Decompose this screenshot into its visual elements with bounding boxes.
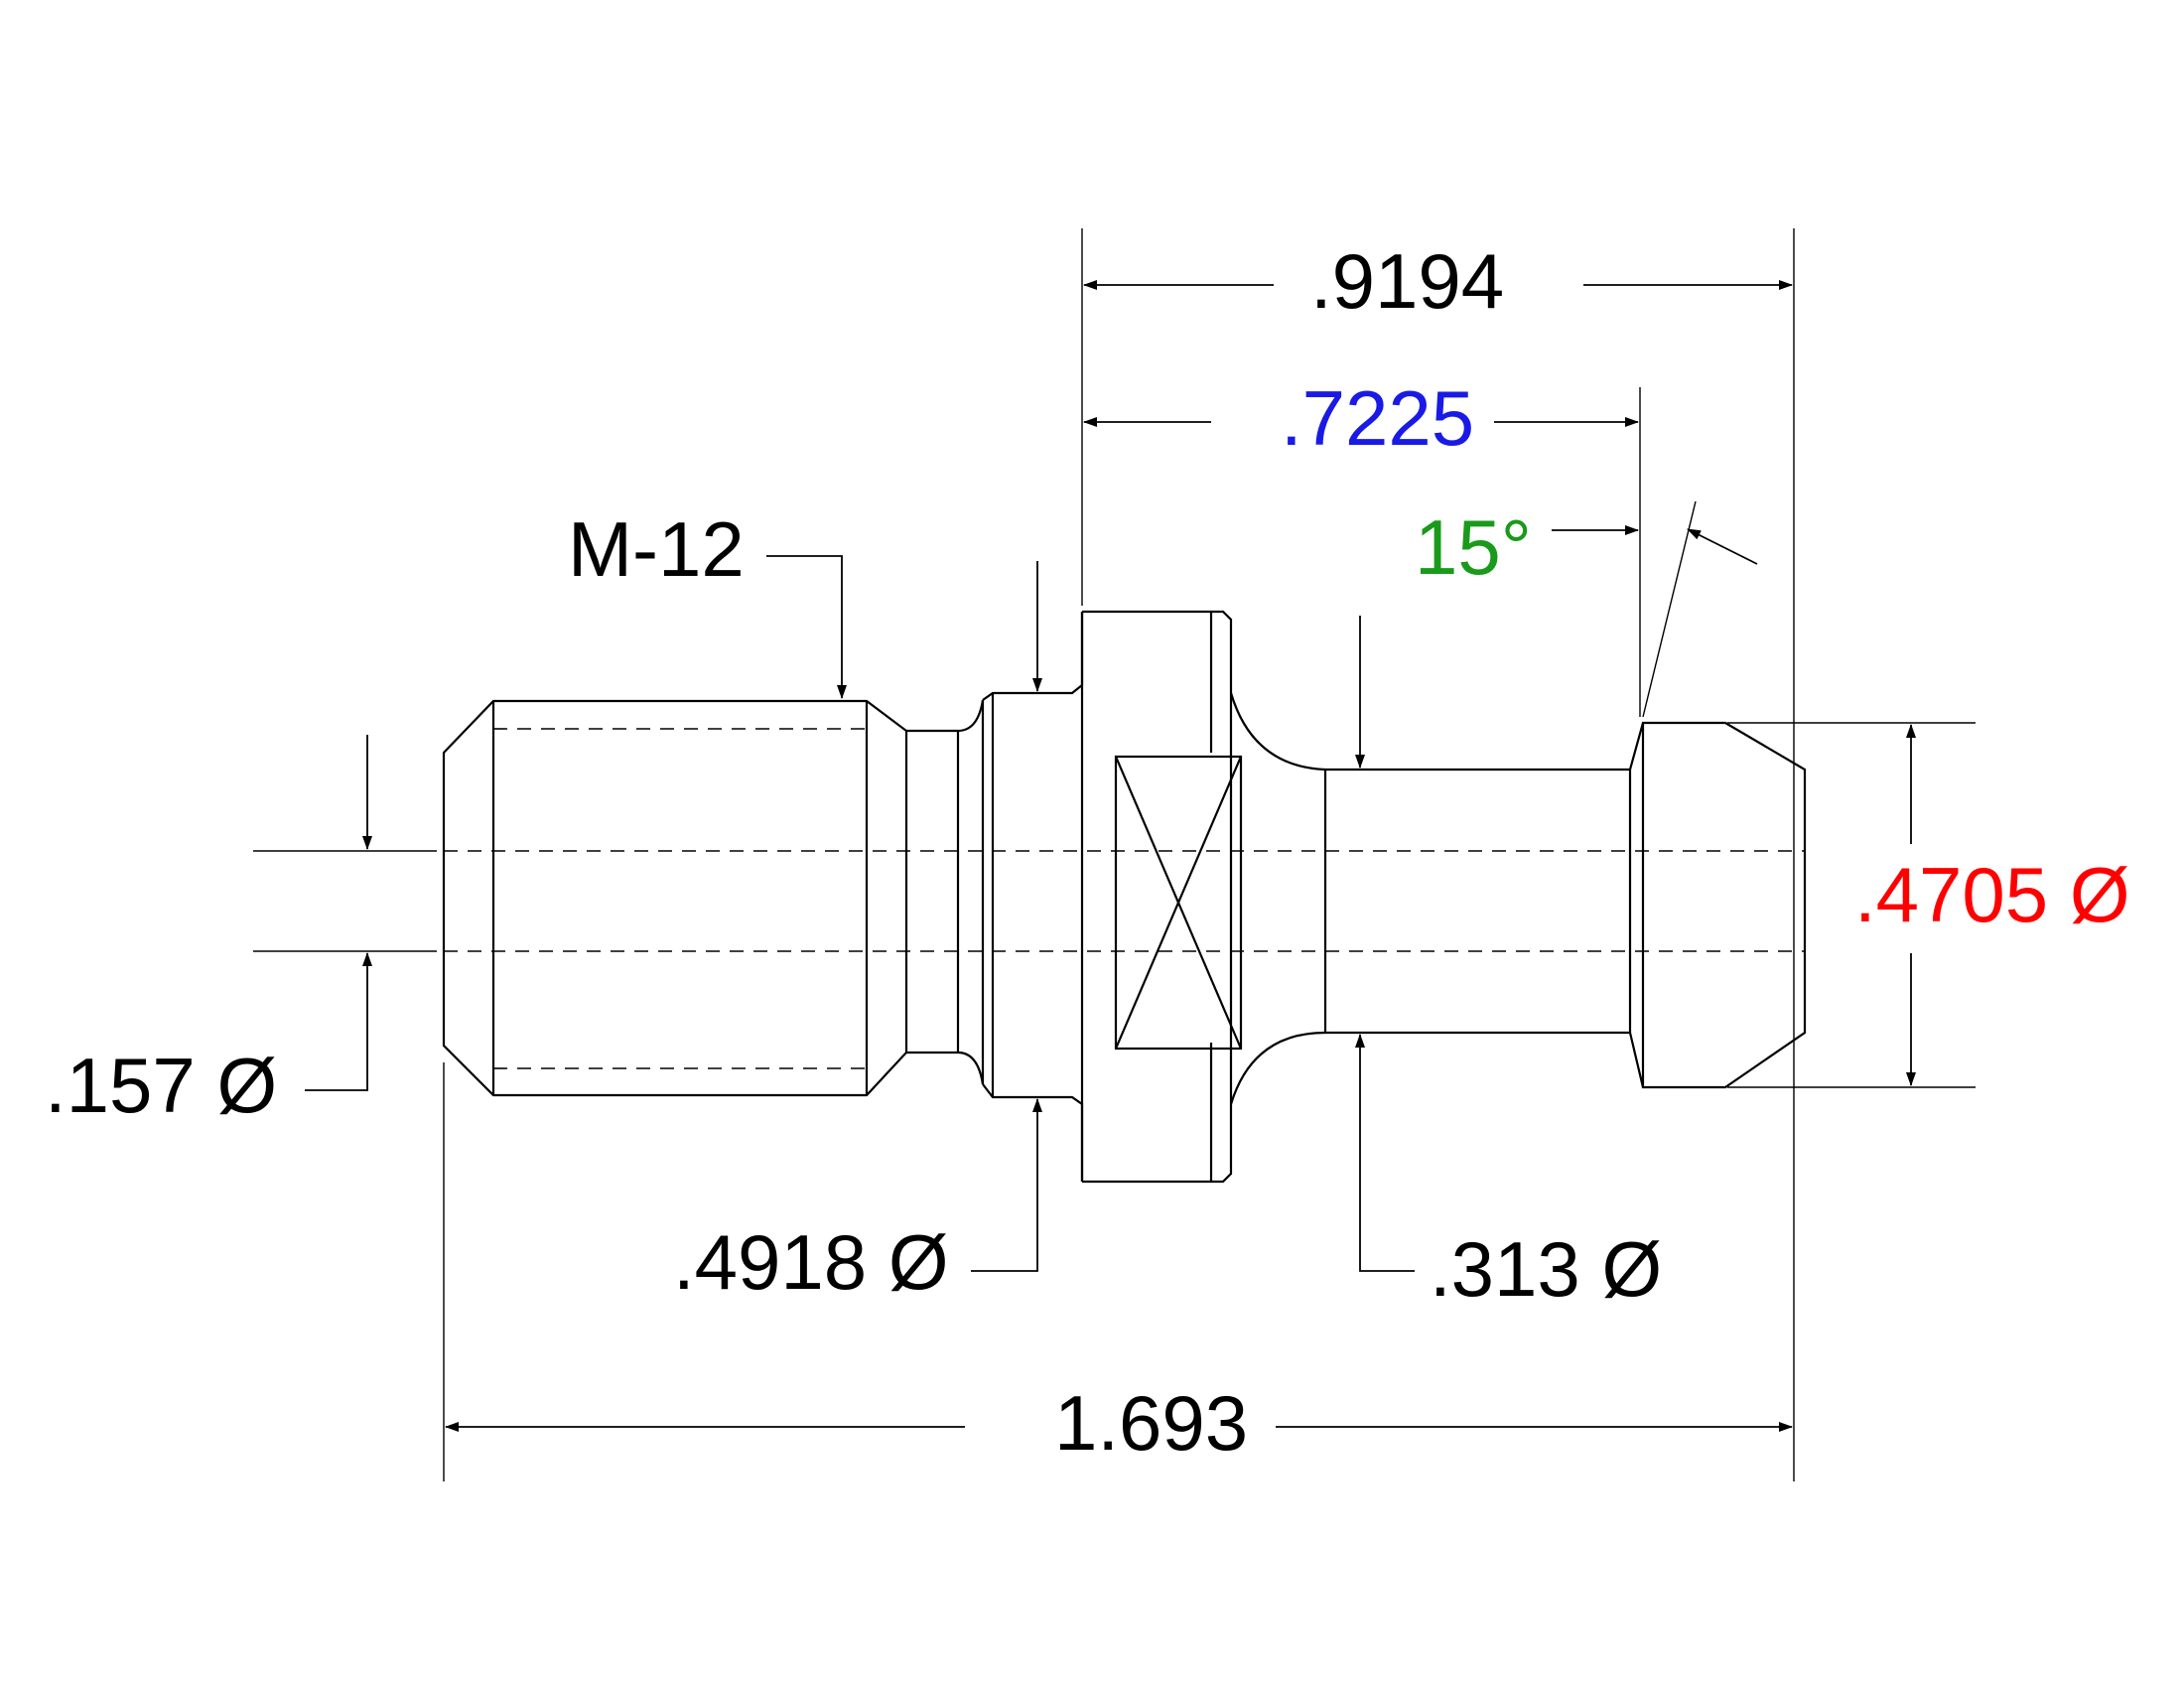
thread-section-outline xyxy=(442,699,908,1097)
total-length-label: 1.693 xyxy=(1054,1379,1248,1467)
collar-step-outline xyxy=(982,612,1084,701)
head-outline xyxy=(1628,721,1807,1089)
angle-label: 15° xyxy=(1415,503,1532,591)
flange-outline xyxy=(1082,610,1233,1184)
neck-dia-label: .313 Ø xyxy=(1430,1225,1662,1313)
bore-dia-label: .157 Ø xyxy=(45,1042,277,1129)
dimension-lines xyxy=(305,280,1916,1432)
wrench-flat xyxy=(1114,755,1243,1051)
neck-fillet-bottom xyxy=(1229,1031,1326,1105)
head-dia-label: .4705 Ø xyxy=(1854,851,2130,938)
neck-fillet-top xyxy=(1229,692,1326,772)
part-outline xyxy=(442,610,1807,1184)
thread-label: M-12 xyxy=(568,505,745,593)
extension-lines xyxy=(253,228,1976,1481)
thread-relief-dia-label: .4918 Ø xyxy=(673,1218,949,1306)
hidden-lines xyxy=(444,728,1805,1069)
overall-length-label: .9194 xyxy=(1310,237,1504,325)
shank-length-label: .7225 xyxy=(1281,374,1474,462)
